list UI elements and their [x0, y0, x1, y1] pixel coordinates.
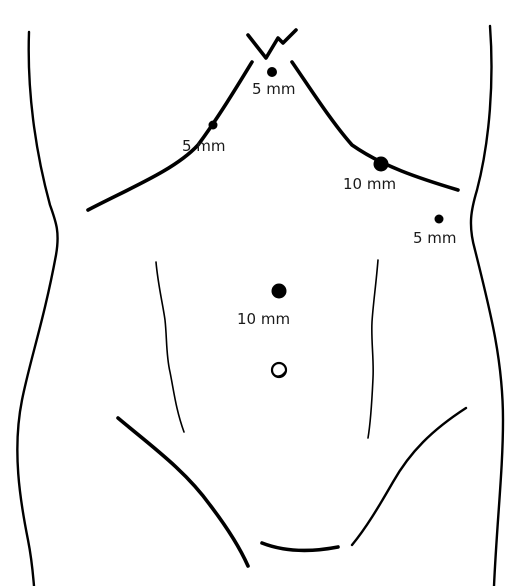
port-label: 5 mm [252, 82, 296, 97]
port-marker [272, 284, 287, 299]
pubic-line [262, 543, 338, 550]
port-label: 5 mm [182, 139, 226, 154]
right-costal-margin [292, 62, 458, 190]
port-marker [435, 215, 444, 224]
port-marker [267, 67, 277, 77]
port-marker [374, 157, 389, 172]
left-costal-margin [88, 62, 252, 210]
port-marker [209, 121, 218, 130]
right-rectus-line [368, 260, 378, 438]
port-label: 5 mm [413, 231, 457, 246]
left-rectus-line [156, 262, 184, 432]
left-inguinal-line [118, 418, 248, 566]
left-flank-outline [17, 32, 57, 586]
port-label: 10 mm [343, 177, 396, 192]
right-flank-outline [471, 26, 503, 586]
port-label: 10 mm [237, 312, 290, 327]
sternal-notch [248, 30, 296, 58]
